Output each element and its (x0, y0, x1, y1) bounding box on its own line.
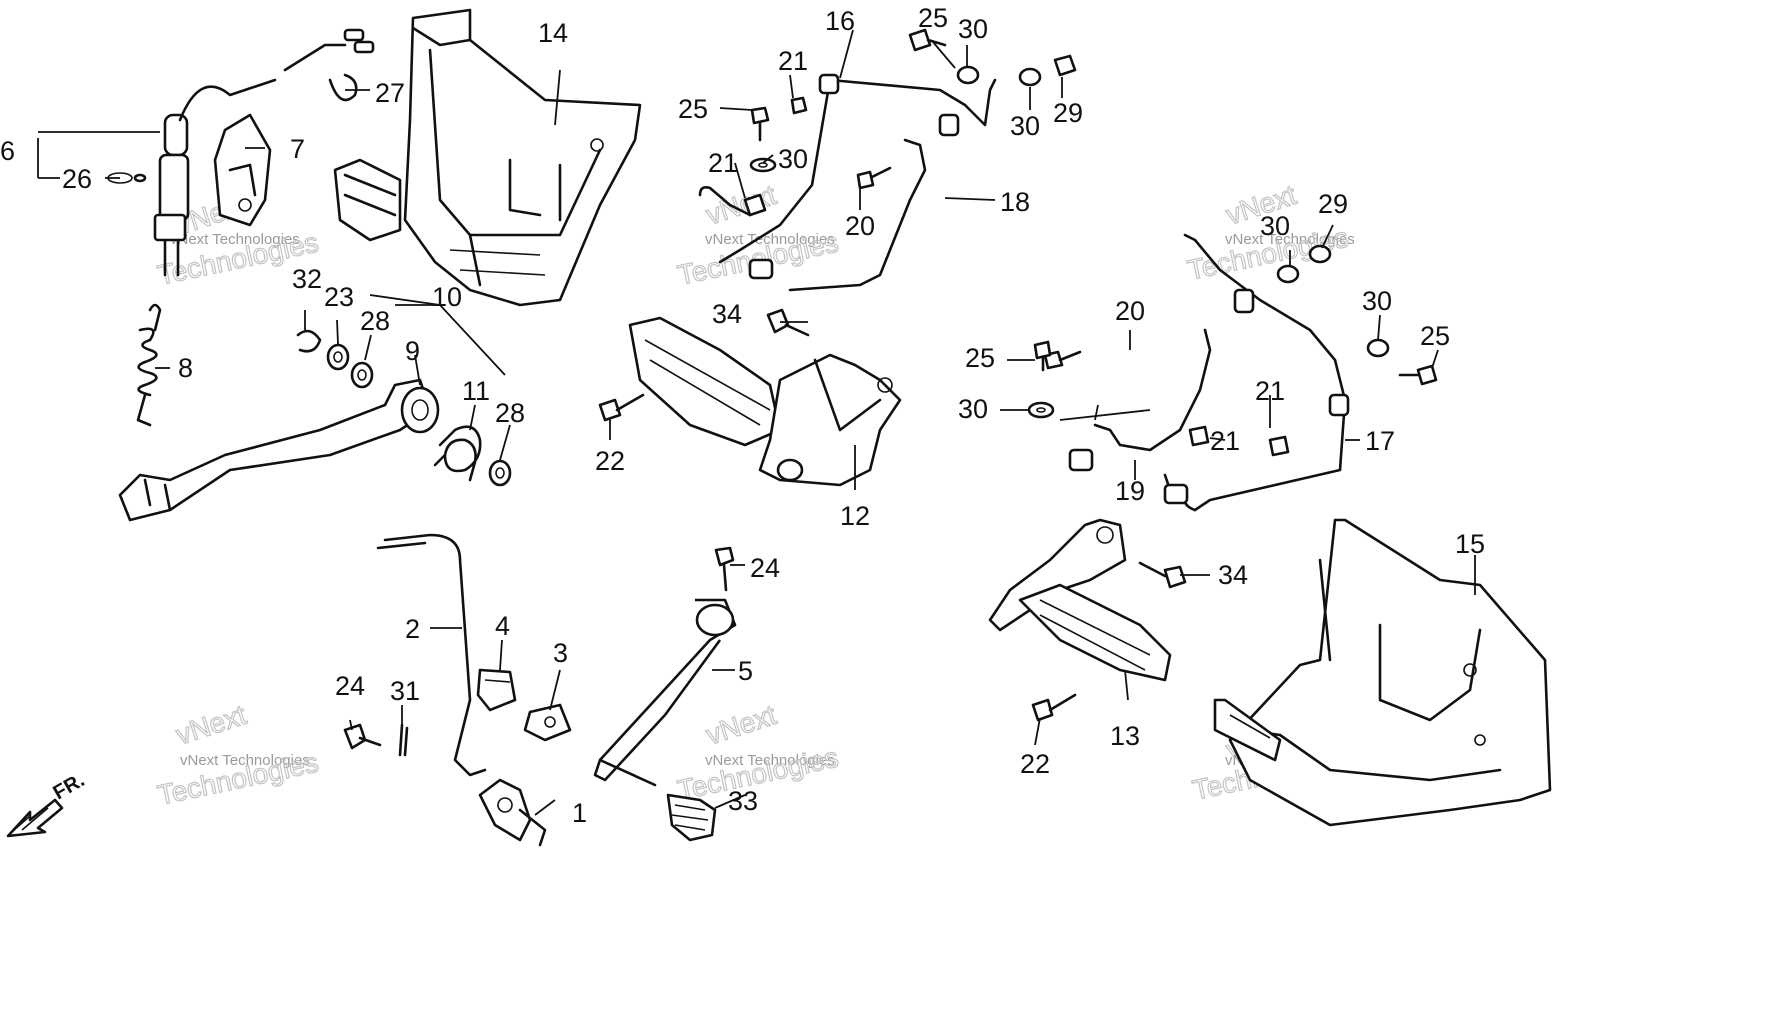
bolt-and-pin-left-drawing (343, 723, 409, 757)
pedal-washer-drawing (488, 459, 512, 487)
footpeg-bolt-22-left-drawing (598, 393, 645, 422)
brake-arm-drawing (478, 778, 547, 847)
callout-20: 20 (1115, 296, 1145, 326)
callout-25: 25 (918, 3, 948, 33)
brake-pedal-drawing (118, 378, 440, 522)
brake-pedal-hardware-drawing (296, 329, 374, 389)
footpeg-bolt-22-right-drawing (1031, 693, 1077, 722)
heel-guard-left-drawing (333, 8, 642, 307)
callout-20: 20 (845, 211, 875, 241)
callout-15: 15 (1455, 529, 1485, 559)
callout-12: 12 (840, 501, 870, 531)
callout-24: 24 (750, 553, 780, 583)
callout-9: 9 (405, 336, 420, 366)
callout-21: 21 (1210, 426, 1240, 456)
callout-22: 22 (1020, 749, 1050, 779)
shift-pedal-bolt-drawing (714, 546, 735, 592)
callout-4: 4 (495, 611, 510, 641)
brake-rod-drawing (376, 533, 487, 777)
callout-13: 13 (1110, 721, 1140, 751)
footpeg-right-drawing (988, 518, 1172, 682)
stay-hardware-left-drawing (743, 28, 1077, 217)
callout-25: 25 (965, 343, 995, 373)
callout-30: 30 (1260, 211, 1290, 241)
watermark-text: vNext Technologies (705, 231, 835, 248)
watermark-brand: vNext (702, 699, 780, 751)
callout-32: 32 (292, 264, 322, 294)
footpeg-bolt-right-drawing (1138, 561, 1187, 589)
rod-clamp-drawing (523, 703, 572, 742)
pedal-spring-drawing (433, 425, 482, 482)
switch-wire-drawing (153, 28, 375, 277)
callout-33: 33 (728, 786, 758, 816)
callout-1: 1 (572, 798, 587, 828)
callout-21: 21 (1255, 376, 1285, 406)
callout-7: 7 (290, 134, 305, 164)
footpeg-left-drawing (628, 316, 902, 487)
callout-30: 30 (958, 394, 988, 424)
stay-wires-left-drawing (698, 73, 997, 292)
wire-clip-drawing (328, 73, 358, 102)
callout-30: 30 (958, 14, 988, 44)
callout-34: 34 (1218, 560, 1248, 590)
callout-8: 8 (178, 353, 193, 383)
callout-21: 21 (708, 148, 738, 178)
callout-22: 22 (595, 446, 625, 476)
rod-grommet-drawing (476, 668, 517, 712)
callout-5: 5 (738, 656, 753, 686)
callout-2: 2 (405, 614, 420, 644)
return-spring-drawing (136, 303, 162, 427)
callout-21: 21 (778, 46, 808, 76)
callout-29: 29 (1053, 98, 1083, 128)
callout-30: 30 (778, 144, 808, 174)
shift-rubber-drawing (666, 793, 717, 842)
callout-6: 6 (0, 136, 15, 166)
watermark-text: vNext Technologies (180, 752, 310, 769)
callout-29: 29 (1318, 189, 1348, 219)
watermark-text: vNext Technologies (1225, 231, 1355, 248)
callout-30: 30 (1010, 111, 1040, 141)
callout-26: 26 (62, 164, 92, 194)
stay-wires-right-drawing (1068, 233, 1350, 512)
callout-3: 3 (553, 638, 568, 668)
heel-guard-right-drawing (1213, 518, 1552, 827)
callout-11: 11 (462, 376, 490, 406)
callout-28: 28 (495, 398, 525, 428)
callout-34: 34 (712, 299, 742, 329)
callout-25: 25 (678, 94, 708, 124)
callout-17: 17 (1365, 426, 1395, 456)
callout-14: 14 (538, 18, 568, 48)
callout-labels: 1 2 3 4 5 6 7 8 9 10 11 12 13 14 15 16 1… (0, 3, 1485, 828)
callout-30: 30 (1362, 286, 1392, 316)
watermark-text: vNext Technologies (705, 752, 835, 769)
callout-25: 25 (1420, 321, 1450, 351)
callout-10: 10 (432, 282, 462, 312)
switch-bracket-drawing (213, 113, 272, 227)
callout-28: 28 (360, 306, 390, 336)
leader-lines (37, 29, 1476, 816)
callout-31: 31 (390, 676, 420, 706)
callout-19: 19 (1115, 476, 1145, 506)
footpeg-bolt-left-drawing (766, 308, 810, 337)
front-direction-arrow (6, 798, 64, 838)
shift-pedal-drawing (593, 598, 737, 787)
callout-23: 23 (324, 282, 354, 312)
callout-24: 24 (335, 671, 365, 701)
watermark-text: vNext Technologies (170, 231, 300, 248)
stay-hardware-right-drawing (1027, 244, 1438, 457)
watermark-brand: vNext (172, 699, 250, 751)
callout-16: 16 (825, 6, 855, 36)
callout-18: 18 (1000, 187, 1030, 217)
callout-27: 27 (375, 78, 405, 108)
